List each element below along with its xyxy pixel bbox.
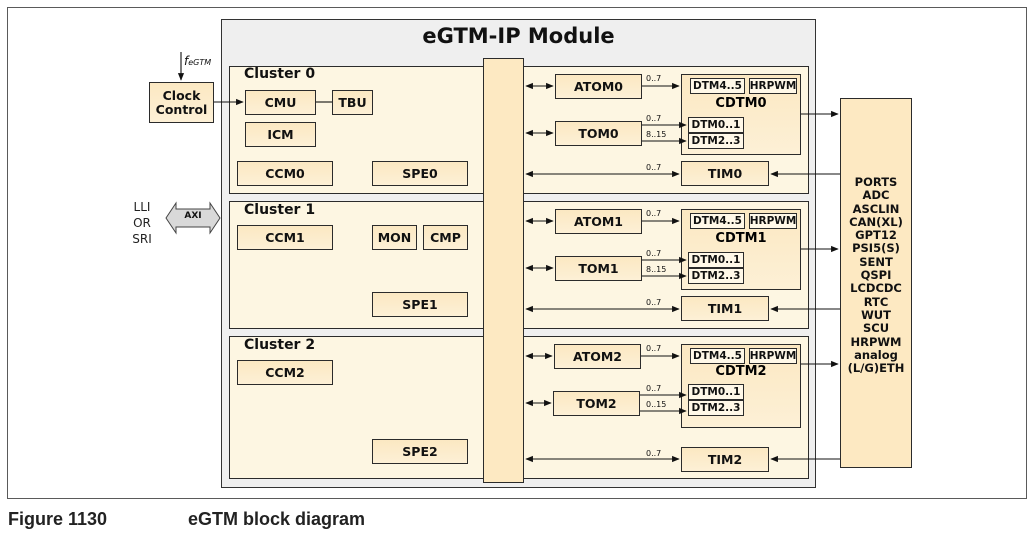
cmp-block: CMP	[423, 225, 468, 250]
cdtm0-dtm45: DTM4..5	[690, 78, 745, 94]
atom1-output-label: 0..7	[646, 209, 662, 218]
peripherals-block	[840, 98, 912, 468]
interface-sri: SRI	[132, 232, 152, 246]
interface-labels: LLI OR SRI	[125, 199, 159, 247]
clock-control-line1: Clock	[162, 87, 201, 103]
peripheral-item: ASCLIN	[852, 201, 900, 216]
cdtm1-dtm23: DTM2..3	[688, 268, 744, 284]
cmu-block: CMU	[245, 90, 316, 115]
interface-or: OR	[133, 216, 151, 230]
peripheral-item: GPT12	[855, 228, 897, 243]
tbu-block: TBU	[332, 90, 373, 115]
ccm2-block: CCM2	[237, 360, 333, 385]
tom0-block: TOM0	[555, 121, 642, 146]
tim1-input-label: 0..7	[646, 298, 662, 307]
cluster-1-title: Cluster 1	[244, 202, 316, 218]
cdtm2-title: CDTM2	[715, 364, 767, 379]
peripheral-item: PSI5(S)	[852, 241, 900, 256]
mon-block: MON	[372, 225, 417, 250]
peripheral-item: LCDCDC	[850, 281, 902, 296]
peripheral-item: CAN(XL)	[849, 214, 903, 229]
interface-lli: LLI	[133, 200, 151, 214]
axi-bus-arrow	[165, 201, 221, 235]
cdtm2-dtm23: DTM2..3	[688, 400, 744, 416]
peripheral-item: WUT	[861, 307, 891, 322]
peripherals-list: PORTS ADC ASCLIN CAN(XL) GPT12 PSI5(S) S…	[840, 175, 912, 376]
peripheral-item: RTC	[863, 294, 889, 309]
cdtm1-dtm45: DTM4..5	[690, 213, 745, 229]
cdtm1-dtm01: DTM0..1	[688, 252, 744, 268]
figure-number: Figure 1130	[8, 509, 108, 529]
tom0-output1-label: 0..7	[646, 114, 662, 123]
peripheral-item: ADC	[862, 188, 890, 203]
axi-label: AXI	[184, 211, 202, 221]
ccm0-block: CCM0	[237, 161, 333, 186]
tim0-block: TIM0	[681, 161, 769, 186]
atom2-block: ATOM2	[554, 344, 641, 369]
atom2-output-label: 0..7	[646, 344, 662, 353]
cdtm0-title: CDTM0	[715, 96, 767, 111]
clock-input-label: feGTM	[184, 54, 212, 68]
tom2-output2-label: 0..15	[646, 400, 667, 409]
module-title: eGTM-IP Module	[422, 24, 615, 48]
icm-block: ICM	[245, 122, 316, 147]
spe2-block: SPE2	[372, 439, 468, 464]
figure-title: eGTM block diagram	[188, 509, 366, 529]
atom0-output-label: 0..7	[646, 74, 662, 83]
ccm1-block: CCM1	[237, 225, 333, 250]
spe1-block: SPE1	[372, 292, 468, 317]
tim0-input-label: 0..7	[646, 163, 662, 172]
tim2-input-label: 0..7	[646, 449, 662, 458]
tom2-block: TOM2	[553, 391, 640, 416]
cdtm0-dtm01: DTM0..1	[688, 117, 744, 133]
clock-control-block: Clock Control	[149, 82, 214, 123]
cdtm2-hrpwm: HRPWM	[749, 348, 797, 364]
cdtm1-hrpwm: HRPWM	[749, 213, 797, 229]
peripheral-item: QSPI	[860, 268, 892, 283]
cluster-2-title: Cluster 2	[244, 337, 316, 353]
cdtm2-dtm01: DTM0..1	[688, 384, 744, 400]
atom0-block: ATOM0	[555, 74, 642, 99]
cdtm0-dtm23: DTM2..3	[688, 133, 744, 149]
peripheral-item: SENT	[859, 254, 893, 269]
tom2-output1-label: 0..7	[646, 384, 662, 393]
tom0-output2-label: 8..15	[646, 130, 667, 139]
cluster-0-title: Cluster 0	[244, 66, 316, 82]
peripheral-item: HRPWM	[850, 334, 902, 349]
tim1-block: TIM1	[681, 296, 769, 321]
tom1-block: TOM1	[555, 256, 642, 281]
spe0-block: SPE0	[372, 161, 468, 186]
cdtm2-dtm45: DTM4..5	[690, 348, 745, 364]
atom1-block: ATOM1	[555, 209, 642, 234]
tom1-output1-label: 0..7	[646, 249, 662, 258]
cdtm0-hrpwm: HRPWM	[749, 78, 797, 94]
tim2-block: TIM2	[681, 447, 769, 472]
peripheral-item: PORTS	[854, 175, 898, 189]
tom1-output2-label: 8..15	[646, 265, 667, 274]
peripheral-item: (L/G)ETH	[847, 361, 905, 376]
peripheral-item: SCU	[862, 321, 890, 336]
internal-bus-bar	[483, 58, 524, 483]
peripheral-item: analog	[854, 347, 898, 362]
cdtm1-title: CDTM1	[715, 231, 767, 246]
clock-control-line2: Control	[155, 101, 208, 117]
